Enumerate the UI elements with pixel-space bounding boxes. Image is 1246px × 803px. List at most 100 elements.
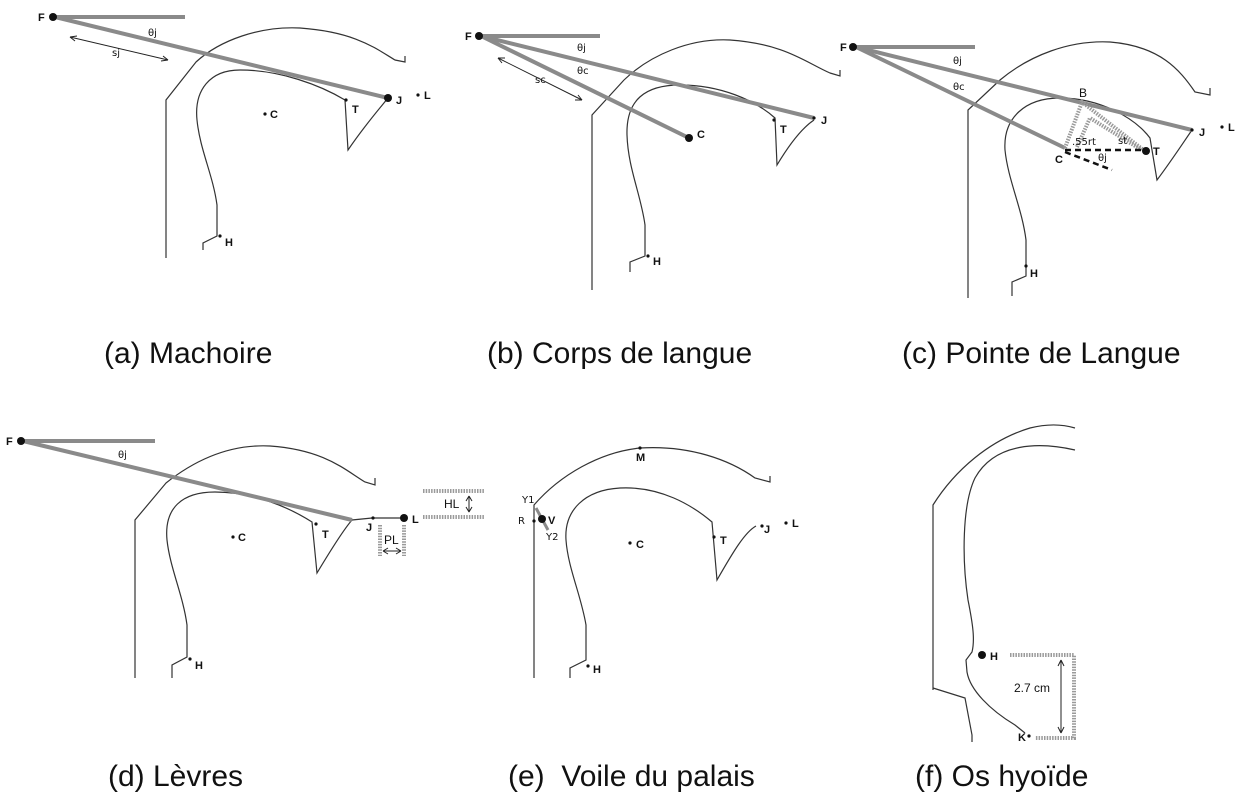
dashed-angle (1064, 150, 1113, 172)
caption-a: (a) Machoire (104, 337, 273, 370)
label-theta-j: θj (148, 28, 157, 39)
point-v (538, 515, 546, 523)
label-t: T (1153, 146, 1160, 158)
point-h (646, 254, 650, 258)
jaw-rod (855, 45, 1193, 132)
tongue-tip-link (1063, 98, 1148, 154)
label-r: R (518, 516, 525, 527)
point-m (638, 446, 642, 450)
caption-e: (e) Voile du palais (508, 760, 755, 793)
label-v: V (548, 515, 556, 527)
label-j: J (821, 115, 827, 127)
label-f: F (465, 31, 472, 43)
caption-f: (f) Os hyoïde (915, 760, 1089, 793)
tongue-body-rod (855, 45, 1066, 150)
hl-arrowheads (465, 495, 473, 513)
label-c: C (270, 109, 278, 121)
label-s-c: sc (535, 75, 546, 86)
vocal-tract-outline (591, 39, 841, 290)
label-theta-j: θj (953, 56, 962, 67)
point-t (712, 535, 716, 539)
point-f (49, 13, 57, 21)
panel-c: F J L T C H B θj θc st .55rt θj (840, 41, 1235, 298)
label-theta-c: θc (577, 66, 589, 77)
label-h: H (593, 664, 601, 676)
tongue-body-rod (480, 34, 690, 140)
label-y2: Y2 (545, 532, 558, 543)
point-c (231, 535, 235, 539)
point-j (384, 94, 392, 102)
point-l (400, 514, 408, 522)
point-j (812, 116, 816, 120)
label-b: B (1079, 86, 1087, 100)
panel-d: F J L T C H θj HL PL (6, 436, 484, 678)
label-theta-j-small: θj (1098, 153, 1107, 164)
point-j (1190, 128, 1194, 132)
label-j: J (396, 95, 402, 107)
label-theta-j: θj (118, 450, 127, 461)
vocal-tract-outline (165, 27, 406, 258)
point-t (314, 522, 318, 526)
tongue-contour (565, 487, 757, 678)
label-t: T (322, 529, 329, 541)
panel-f: H K 2.7 cm (932, 424, 1076, 744)
label-y1: Y1 (521, 495, 534, 506)
point-h (978, 651, 986, 659)
label-s-j: sj (112, 48, 120, 59)
label-j: J (764, 524, 770, 536)
label-f: F (38, 12, 45, 24)
point-t (344, 98, 348, 102)
label-ratio: .55rt (1072, 137, 1096, 148)
label-k: K (1018, 732, 1026, 744)
label-j: J (366, 522, 372, 534)
caption-c: (c) Pointe de Langue (902, 337, 1181, 370)
sc-arrowheads (497, 57, 583, 101)
label-l: L (424, 90, 431, 102)
sj-arrow (69, 36, 169, 61)
point-c (628, 541, 632, 545)
tongue-contour (1004, 97, 1193, 296)
label-f: F (6, 436, 13, 448)
label-j: J (1199, 127, 1205, 139)
distance-arrowheads (1057, 659, 1065, 734)
point-c (263, 112, 267, 116)
sj-arrowheads (69, 35, 169, 62)
label-t: T (720, 535, 727, 547)
label-theta-j: θj (577, 43, 586, 54)
panel-b: F J T C H θj θc sc (465, 31, 841, 290)
point-c (685, 134, 693, 142)
pharynx-outline (932, 687, 973, 742)
jaw-rod (54, 15, 389, 100)
jaw-rod (22, 439, 353, 522)
label-h: H (225, 237, 233, 249)
point-f (17, 437, 25, 445)
point-h (586, 664, 590, 668)
label-c: C (1055, 154, 1063, 166)
point-f (475, 32, 483, 40)
label-hl: HL (444, 497, 460, 511)
label-t: T (352, 104, 359, 116)
point-h (1024, 264, 1028, 268)
point-h (188, 657, 192, 661)
point-j (371, 516, 375, 520)
label-h: H (195, 660, 203, 672)
label-c: C (697, 129, 705, 141)
label-l: L (412, 514, 419, 526)
tongue-contour (963, 445, 1076, 734)
panel-e: M V R Y1 Y2 J L T C H (518, 446, 799, 678)
hyoid-bracket (1010, 653, 1076, 740)
jaw-rod (480, 34, 815, 120)
label-s-t: st (1118, 136, 1127, 147)
point-l (784, 521, 788, 525)
label-l: L (1228, 122, 1235, 134)
label-m: M (636, 452, 645, 464)
tongue-contour (196, 69, 389, 250)
vocal-tract-outline (932, 424, 1076, 690)
point-l (416, 93, 420, 97)
sc-arrow (497, 57, 583, 101)
point-l (1220, 125, 1224, 129)
point-k (1027, 734, 1031, 738)
label-h: H (653, 256, 661, 268)
point-j (760, 524, 764, 528)
